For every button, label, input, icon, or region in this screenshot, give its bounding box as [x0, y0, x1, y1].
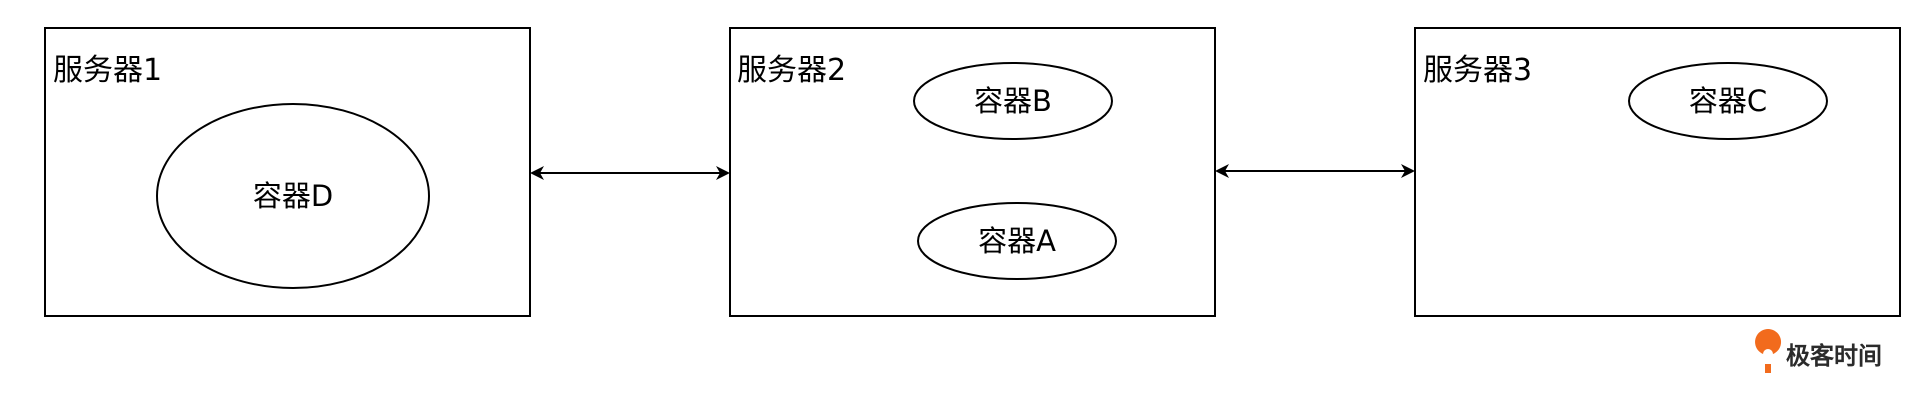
server-1-label: 服务器1	[53, 53, 162, 88]
server-3-label: 服务器3	[1423, 53, 1532, 88]
container-a-label: 容器A	[978, 224, 1056, 258]
container-c-label: 容器C	[1689, 84, 1767, 118]
container-d: 容器D	[156, 103, 430, 289]
container-b: 容器B	[913, 62, 1113, 140]
server-2-label: 服务器2	[737, 53, 846, 88]
container-c: 容器C	[1628, 62, 1828, 140]
container-b-label: 容器B	[974, 84, 1052, 118]
watermark-text: 极客时间	[1786, 342, 1882, 370]
geektime-logo-icon	[1755, 329, 1782, 373]
container-d-label: 容器D	[253, 179, 333, 213]
container-a: 容器A	[917, 202, 1117, 280]
watermark: 极客时间	[1755, 329, 1882, 373]
server-3-box: 服务器3	[1414, 27, 1901, 317]
